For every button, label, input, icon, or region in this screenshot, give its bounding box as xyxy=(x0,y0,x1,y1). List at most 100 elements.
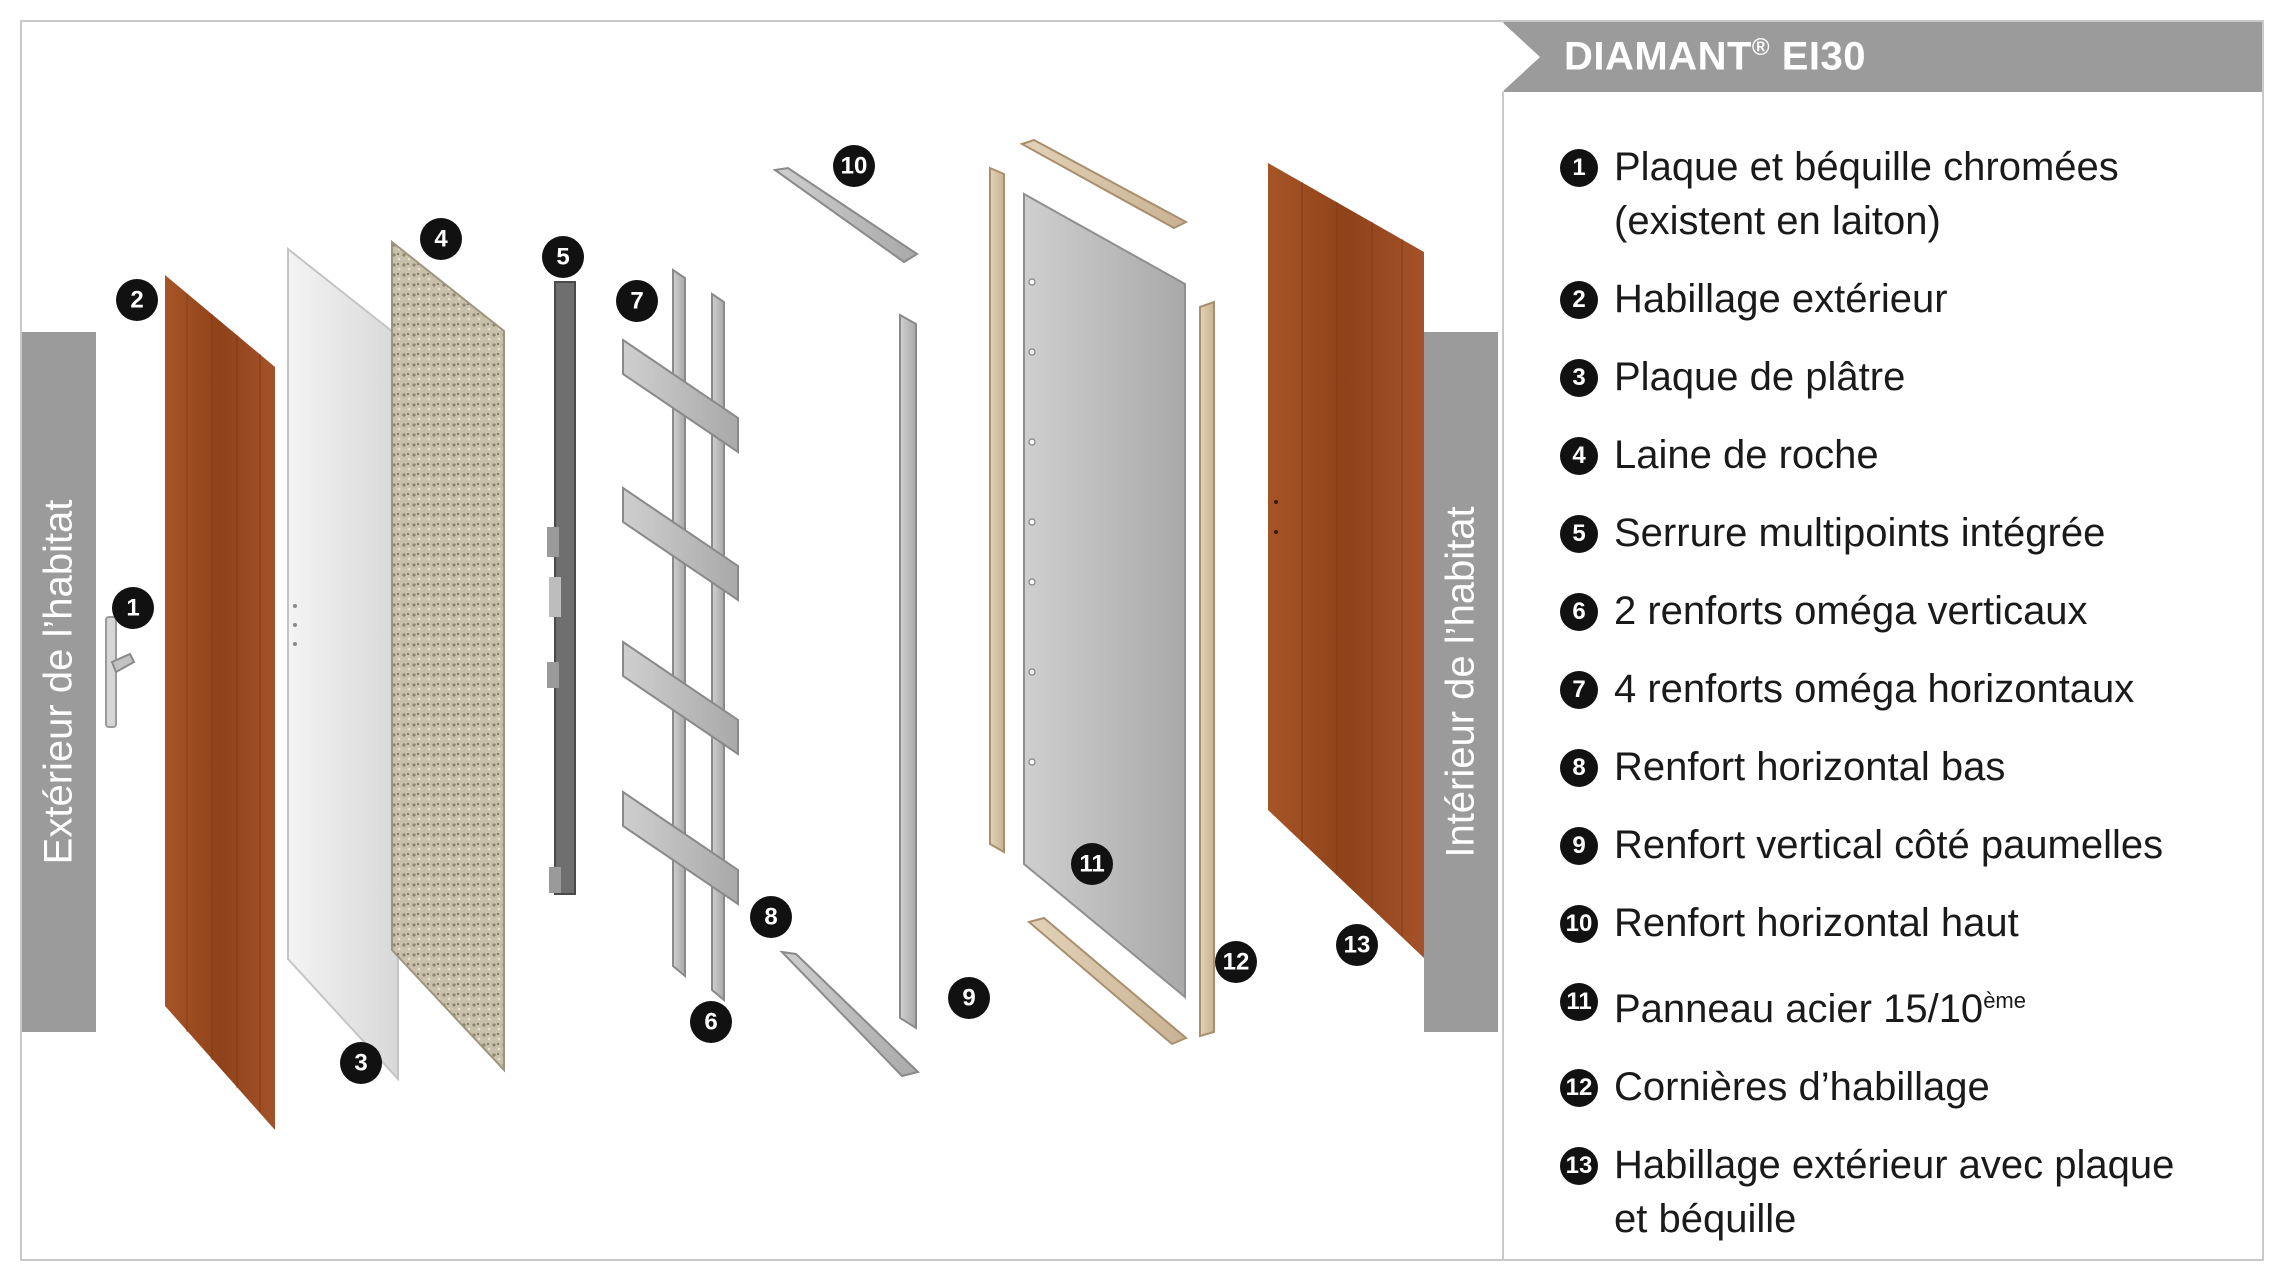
legend-number-badge: 6 xyxy=(1560,593,1598,631)
legend-number-badge: 2 xyxy=(1560,281,1598,319)
legend-number-badge: 3 xyxy=(1560,359,1598,397)
legend-item: 11 Panneau acier 15/10ème xyxy=(1560,974,2174,1036)
legend-text: Habillage extérieur avec plaque xyxy=(1614,1143,2175,1187)
badge-7: 7 xyxy=(616,280,658,322)
legend-text: Renfort horizontal bas xyxy=(1614,745,2006,789)
exterior-wood-cladding xyxy=(165,275,275,1130)
badge-10: 10 xyxy=(833,145,875,187)
legend-text: 4 renforts oméga horizontaux xyxy=(1614,667,2135,711)
badge-9: 9 xyxy=(948,977,990,1019)
exterior-side-label: Extérieur de l’habitat xyxy=(22,332,96,1032)
legend-superscript: ème xyxy=(1983,988,2026,1013)
legend-header: DIAMANT® EI30 xyxy=(1502,22,2262,92)
legend-number-badge: 11 xyxy=(1560,983,1598,1021)
legend-item: 6 2 renforts oméga verticaux xyxy=(1560,584,2174,638)
svg-text:4: 4 xyxy=(434,226,448,253)
legend-number-badge: 9 xyxy=(1560,827,1598,865)
badge-2: 2 xyxy=(116,279,158,321)
legend-text-line: Renfort vertical côté paumelles xyxy=(1614,818,2174,872)
legend-item: 4 Laine de roche xyxy=(1560,428,2174,482)
trim-angles xyxy=(989,138,1215,1046)
svg-text:10: 10 xyxy=(841,153,868,180)
svg-text:6: 6 xyxy=(704,1009,717,1036)
legend-text-line: Habillage extérieur avec plaque xyxy=(1614,1138,2174,1192)
legend-text-line: Panneau acier 15/10ème xyxy=(1614,974,2174,1036)
svg-text:13: 13 xyxy=(1344,932,1371,959)
legend-item: 2 Habillage extérieur xyxy=(1560,272,2174,326)
legend-text-line: 4 renforts oméga horizontaux xyxy=(1614,662,2174,716)
legend-number-badge: 5 xyxy=(1560,515,1598,553)
badge-11: 11 xyxy=(1071,843,1113,885)
interior-side-label: Intérieur de l’habitat xyxy=(1424,332,1498,1032)
legend-text-line: Renfort horizontal haut xyxy=(1614,896,2174,950)
legend-number-badge: 12 xyxy=(1560,1069,1598,1107)
legend-number-badge: 13 xyxy=(1560,1147,1598,1185)
product-title: DIAMANT® EI30 xyxy=(1564,34,1867,79)
legend-text: 2 renforts oméga verticaux xyxy=(1614,589,2088,633)
legend-text: Serrure multipoints intégrée xyxy=(1614,511,2106,555)
svg-text:7: 7 xyxy=(630,288,643,315)
legend-number-badge: 4 xyxy=(1560,437,1598,475)
plaster-board xyxy=(287,246,399,1082)
interior-side-text: Intérieur de l’habitat xyxy=(1438,506,1483,858)
legend-text: et béquille xyxy=(1614,1197,1797,1241)
legend-text: Panneau acier 15/10 xyxy=(1614,987,1984,1031)
legend-number-badge: 1 xyxy=(1560,149,1598,187)
legend-number-badge: 8 xyxy=(1560,749,1598,787)
legend-item: 7 4 renforts oméga horizontaux xyxy=(1560,662,2174,716)
legend-text-line: 2 renforts oméga verticaux xyxy=(1614,584,2174,638)
legend-text-line: Cornières d’habillage xyxy=(1614,1060,2174,1114)
svg-text:1: 1 xyxy=(126,595,139,622)
top-horizontal-reinforcement xyxy=(772,166,919,264)
legend-text: (existent en laiton) xyxy=(1614,199,1941,243)
omega-reinforcements xyxy=(622,268,739,1003)
badge-8: 8 xyxy=(750,896,792,938)
svg-text:12: 12 xyxy=(1223,949,1250,976)
legend-item: 3 Plaque de plâtre xyxy=(1560,350,2174,404)
hinge-side-vertical-reinforcement xyxy=(899,313,917,1030)
svg-text:5: 5 xyxy=(556,244,569,271)
diagram-frame: 1 2 3 4 5 6 7 8 9 10 11 12 13 Extérieur … xyxy=(20,20,2264,1261)
legend-text-line: Laine de roche xyxy=(1614,428,2174,482)
steel-panel xyxy=(1023,192,1186,1000)
legend-text-line: Renfort horizontal bas xyxy=(1614,740,2174,794)
legend-text-line: Plaque de plâtre xyxy=(1614,350,2174,404)
legend-item: 10 Renfort horizontal haut xyxy=(1560,896,2174,950)
badge-6: 6 xyxy=(690,1001,732,1043)
badge-3: 3 xyxy=(340,1042,382,1084)
legend-text: Plaque et béquille chromées xyxy=(1614,145,2119,189)
rock-wool-panel xyxy=(391,239,505,1073)
legend-text: Renfort horizontal haut xyxy=(1614,901,2019,945)
badge-13: 13 xyxy=(1336,924,1378,966)
legend-text: Habillage extérieur xyxy=(1614,277,1948,321)
badge-12: 12 xyxy=(1215,941,1257,983)
badge-1: 1 xyxy=(112,587,154,629)
bottom-horizontal-reinforcement xyxy=(779,950,920,1078)
legend-item: 9 Renfort vertical côté paumelles xyxy=(1560,818,2174,872)
legend-item: 13 Habillage extérieur avec plaque et béqu… xyxy=(1560,1138,2174,1246)
legend-text: Laine de roche xyxy=(1614,433,1879,477)
svg-text:11: 11 xyxy=(1079,851,1104,878)
svg-text:8: 8 xyxy=(764,904,777,931)
badge-4: 4 xyxy=(420,218,462,260)
multipoint-lock xyxy=(547,281,576,895)
legend-item: 12 Cornières d’habillage xyxy=(1560,1060,2174,1114)
exterior-side-text: Extérieur de l’habitat xyxy=(36,499,81,865)
exploded-door-diagram: 1 2 3 4 5 6 7 8 9 10 11 12 13 xyxy=(105,138,1424,1130)
svg-text:3: 3 xyxy=(354,1050,367,1077)
legend-list: 1 Plaque et béquille chromées (existent en… xyxy=(1560,140,2174,1259)
legend-number-badge: 7 xyxy=(1560,671,1598,709)
legend-text-line: Habillage extérieur xyxy=(1614,272,2174,326)
legend-text-line: Plaque et béquille chromées xyxy=(1614,140,2174,194)
interior-wood-cladding xyxy=(1268,163,1424,958)
badge-5: 5 xyxy=(542,236,584,278)
legend-text: Renfort vertical côté paumelles xyxy=(1614,823,2164,867)
legend-number-badge: 10 xyxy=(1560,905,1598,943)
legend-item: 1 Plaque et béquille chromées (existent en… xyxy=(1560,140,2174,248)
legend-text: Plaque de plâtre xyxy=(1614,355,1906,399)
legend-text-line: Serrure multipoints intégrée xyxy=(1614,506,2174,560)
svg-text:9: 9 xyxy=(962,985,975,1012)
handle-plate xyxy=(105,616,136,728)
legend-item: 8 Renfort horizontal bas xyxy=(1560,740,2174,794)
legend-panel: DIAMANT® EI30 1 Plaque et béquille chromé… xyxy=(1502,22,2262,1259)
